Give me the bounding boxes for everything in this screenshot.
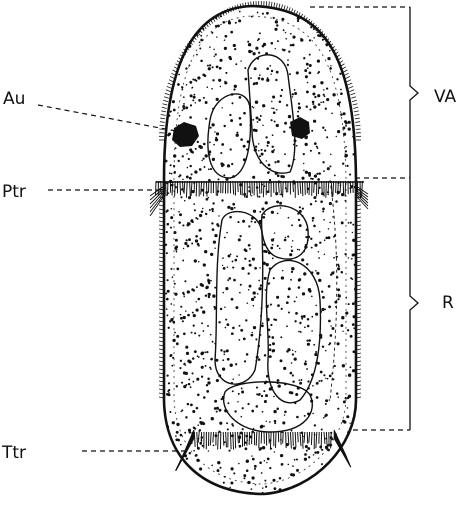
label-au: Au [3,89,25,109]
va-bracket [410,7,418,178]
organism-body [159,1,361,495]
au-leader [38,105,176,131]
label-r: R [442,293,454,313]
label-ttr: Ttr [1,443,26,463]
label-ptr: Ptr [2,182,26,202]
brackets [410,7,418,430]
r-bracket [410,178,418,430]
label-va: VA [434,87,457,107]
